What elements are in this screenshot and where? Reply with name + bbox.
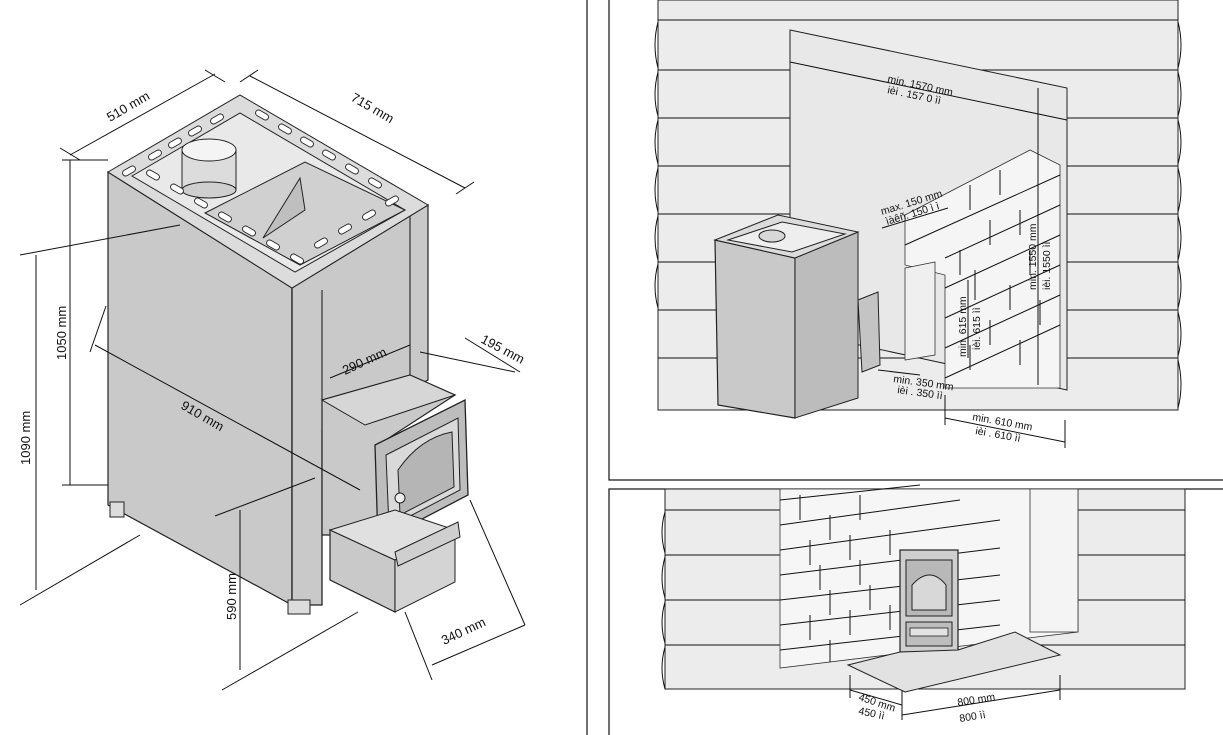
door-handle-icon (394, 492, 406, 504)
label-min-1550mm: min. 1550 mm (1027, 223, 1039, 290)
label-450mm-local: 450 ìì (857, 705, 885, 722)
label-800mm-local: 800 ìì (959, 709, 987, 725)
label-510mm: 510 mm (104, 88, 152, 124)
label-590mm: 590 mm (224, 573, 239, 620)
label-1050mm: 1050 mm (54, 306, 69, 360)
vent-slots (122, 109, 399, 265)
bottom-right-panel: 450 mm 450 ìì 800 mm 800 ìì (608, 484, 1223, 735)
label-min-615mm: min. 615 mm (957, 296, 969, 357)
label-715mm: 715 mm (349, 90, 397, 126)
top-right-panel: min. 1570 mm ièi . 157 0 ìì max. 150 mm … (608, 0, 1223, 481)
stove-drawing: 510 mm 715 mm 1050 mm 1090 mm 910 mm 290… (18, 69, 527, 691)
top-right-dimension-lines (789, 61, 1068, 448)
small-stove (713, 214, 881, 419)
label-min-1550mm-local: ièi. 1550 ìì (1041, 241, 1053, 290)
label-min-615mm-local: ièi. 615 ìì (971, 307, 983, 350)
stove-door-bottom (899, 549, 959, 653)
label-1090mm: 1090 mm (18, 411, 33, 465)
bottom-dimension-lines (849, 675, 1061, 720)
label-340mm: 340 mm (439, 614, 488, 647)
dimension-lines (19, 69, 526, 691)
label-800mm: 800 mm (957, 691, 997, 709)
floor-plate (846, 631, 1062, 693)
